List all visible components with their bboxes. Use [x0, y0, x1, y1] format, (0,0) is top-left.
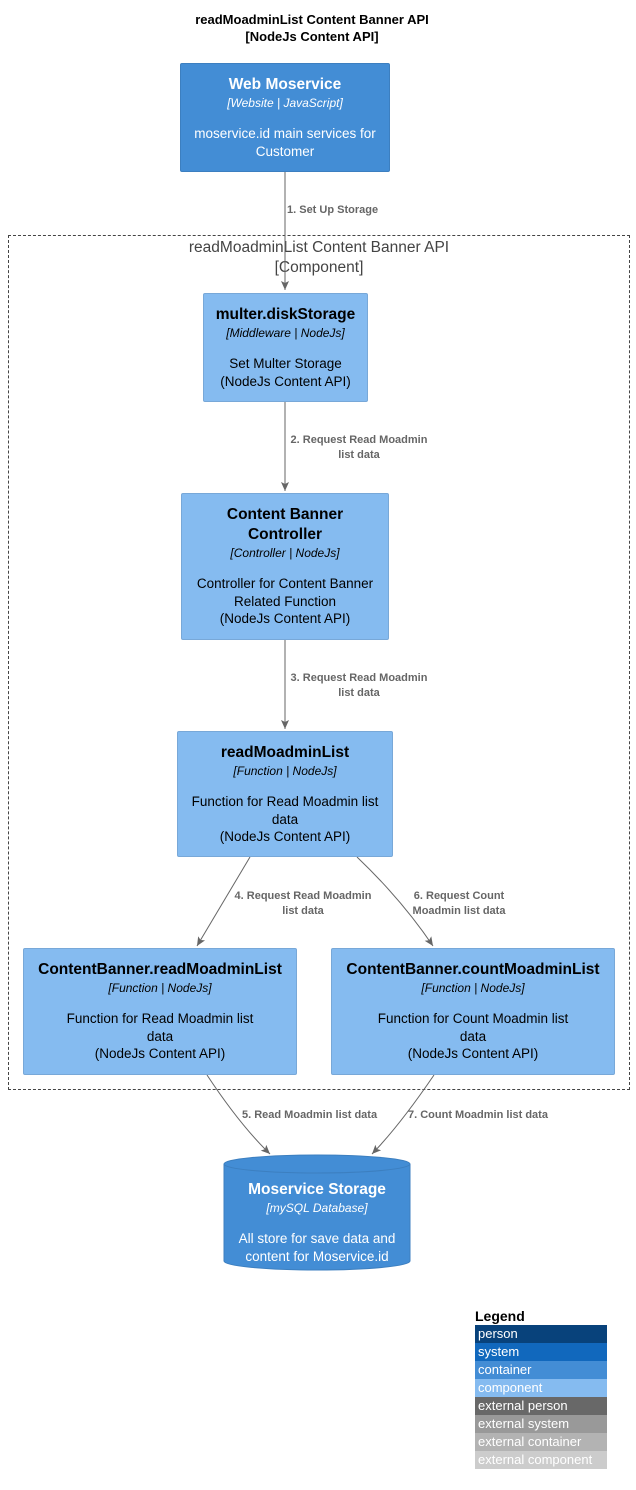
- node-name: Content Banner Controller: [226, 506, 344, 543]
- edge-6-label: 6. Request Count Moadmin list data: [412, 890, 506, 917]
- node-tech: [Website | JavaScript]: [227, 96, 343, 110]
- node-name: multer.diskStorage: [215, 306, 356, 323]
- legend-item-external-system: external system: [475, 1415, 607, 1433]
- diagram-title-line2: [NodeJs Content API]: [245, 29, 379, 44]
- edge-7-label: 7. Count Moadmin list data: [408, 1109, 548, 1121]
- edge-5-line: [206, 1074, 271, 1155]
- edge-7-line: [371, 1074, 435, 1155]
- boundary-title-line2: [Component]: [274, 259, 364, 276]
- content-banner-controller-node[interactable]: Content Banner Controller [Controller | …: [181, 493, 389, 640]
- legend-item-external-component: external component: [475, 1451, 607, 1469]
- legend-item-container: container: [475, 1361, 607, 1379]
- legend-item-external-container: external container: [475, 1433, 607, 1451]
- storage-text: Moservice Storage [mySQL Database] All s…: [223, 1180, 411, 1265]
- node-desc: Function for Read Moadmin list data (Nod…: [191, 794, 379, 844]
- database-cylinder-icon: [223, 1154, 411, 1271]
- node-name: ContentBanner.readMoadminList: [38, 961, 282, 978]
- node-name: Moservice Storage: [248, 1181, 386, 1198]
- node-name: Web Moservice: [228, 76, 342, 93]
- boundary-title-line1: readMoadminList Content Banner API: [188, 239, 450, 256]
- node-tech: [Function | NodeJs]: [421, 981, 525, 995]
- node-desc: All store for save data and content for …: [238, 1231, 396, 1264]
- contentbanner-read-moadmin-list-node[interactable]: ContentBanner.readMoadminList [Function …: [23, 948, 297, 1075]
- node-tech: [Middleware | NodeJs]: [226, 326, 345, 340]
- edge-6-line: [356, 856, 434, 947]
- node-desc: Controller for Content Banner Related Fu…: [196, 576, 374, 626]
- legend-item-external-person: external person: [475, 1397, 607, 1415]
- boundary-title: readMoadminList Content Banner API [Comp…: [8, 238, 630, 278]
- edge-4-line: [196, 856, 251, 947]
- legend-item-component: component: [475, 1379, 607, 1397]
- node-tech: [mySQL Database]: [266, 1201, 368, 1215]
- legend-title: Legend: [475, 1308, 525, 1324]
- moservice-storage-node[interactable]: Moservice Storage [mySQL Database] All s…: [223, 1154, 411, 1271]
- contentbanner-count-moadmin-list-node[interactable]: ContentBanner.countMoadminList [Function…: [331, 948, 615, 1075]
- node-tech: [Function | NodeJs]: [233, 764, 337, 778]
- component-boundary: [8, 235, 630, 1090]
- node-name: readMoadminList: [220, 744, 350, 761]
- edge-3-label: 3. Request Read Moadmin list data: [290, 672, 428, 699]
- node-desc: Function for Read Moadmin list data (Nod…: [66, 1011, 254, 1061]
- edge-1-label: 1. Set Up Storage: [287, 204, 379, 216]
- web-moservice-node[interactable]: Web Moservice [Website | JavaScript] mos…: [180, 63, 390, 172]
- node-tech: [Controller | NodeJs]: [230, 546, 340, 560]
- node-desc: Set Multer Storage (NodeJs Content API): [220, 356, 351, 389]
- edge-4-label: 4. Request Read Moadmin list data: [234, 890, 372, 917]
- diagram-title: readMoadminList Content Banner API [Node…: [0, 11, 624, 45]
- multer-diskstorage-node[interactable]: multer.diskStorage [Middleware | NodeJs]…: [203, 293, 368, 402]
- node-desc: moservice.id main services for Customer: [194, 126, 376, 159]
- edge-5-label: 5. Read Moadmin list data: [242, 1109, 378, 1121]
- node-name: ContentBanner.countMoadminList: [346, 961, 600, 978]
- read-moadmin-list-node[interactable]: readMoadminList [Function | NodeJs] Func…: [177, 731, 393, 857]
- diagram-title-line1: readMoadminList Content Banner API: [195, 12, 429, 27]
- node-tech: [Function | NodeJs]: [108, 981, 212, 995]
- legend-item-person: person: [475, 1325, 607, 1343]
- edge-2-label: 2. Request Read Moadmin list data: [290, 434, 428, 461]
- node-desc: Function for Count Moadmin list data (No…: [377, 1011, 569, 1061]
- legend-item-system: system: [475, 1343, 607, 1361]
